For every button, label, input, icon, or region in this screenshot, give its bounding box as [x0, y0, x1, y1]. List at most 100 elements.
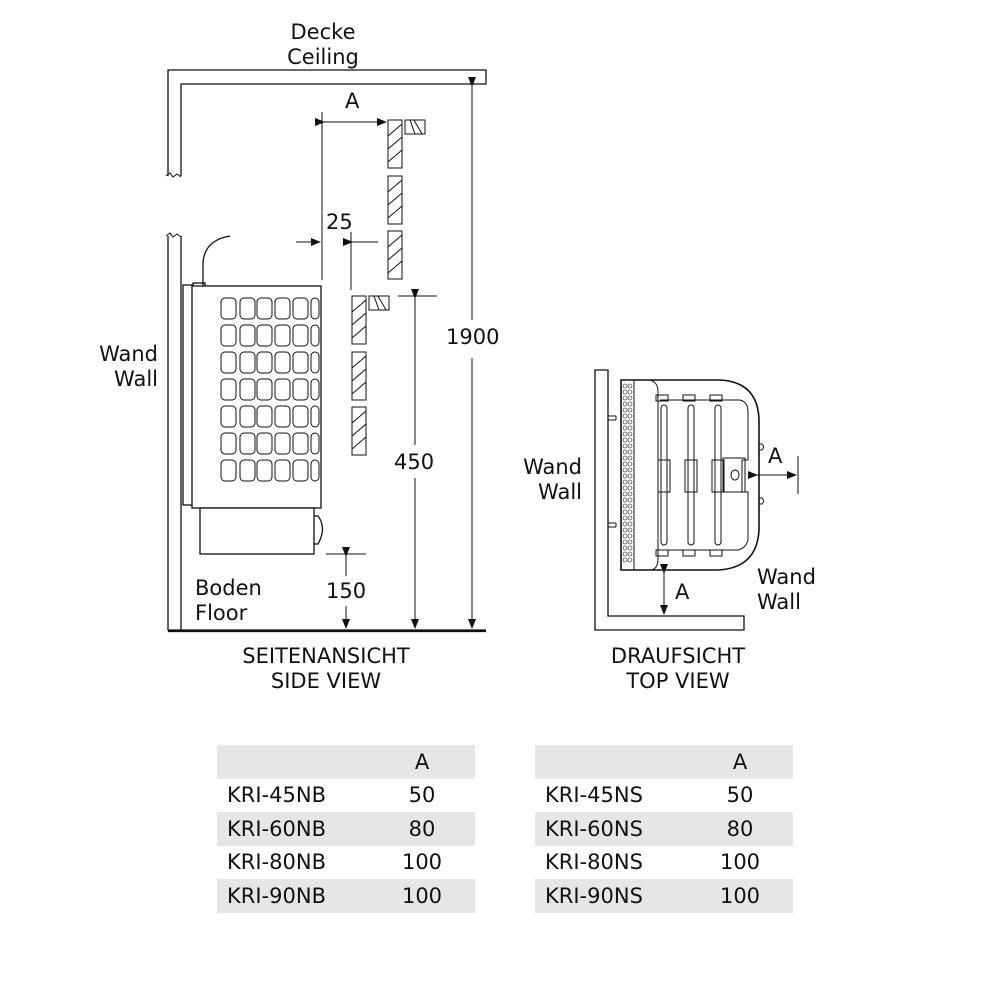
perf-hole — [622, 419, 628, 425]
model-cell: KRI-80NS — [545, 850, 643, 875]
ceiling-label: Decke Ceiling — [270, 20, 376, 70]
table-header-a: A — [695, 745, 793, 779]
perf-hole — [627, 485, 633, 491]
model-cell: KRI-60NS — [535, 812, 695, 846]
perf-hole — [627, 473, 633, 479]
perf-hole — [622, 551, 628, 557]
perf-hole — [627, 479, 633, 485]
grille-opening — [256, 405, 273, 428]
slat-hatch — [387, 179, 403, 193]
dim-150-label: 150 — [326, 579, 367, 603]
slat-hatch — [351, 368, 367, 382]
perf-hole — [622, 467, 628, 473]
rod-clip — [709, 549, 723, 557]
floor-label-de: Boden — [195, 576, 262, 600]
perf-hole — [622, 557, 628, 563]
top-view-caption-en: TOP VIEW — [626, 669, 730, 693]
perf-hole — [627, 413, 633, 419]
grille-opening — [292, 297, 309, 320]
perf-hole — [627, 407, 633, 413]
table-row: KRI-90NB 100 — [217, 879, 475, 913]
heating-elements — [655, 394, 725, 557]
slat — [351, 406, 367, 456]
ceiling-wall-outline — [167, 69, 487, 176]
grille-opening — [239, 378, 256, 401]
grille-opening — [256, 378, 273, 401]
heater-cable — [202, 235, 231, 287]
perf-hole — [627, 527, 633, 533]
bracket-bottom — [608, 522, 617, 528]
value-cell: 80 — [377, 812, 475, 846]
perf-hole — [622, 413, 628, 419]
wall-break-bottom — [165, 232, 182, 238]
grille-opening — [274, 351, 291, 374]
terminal-screw — [730, 469, 740, 481]
perf-hole — [622, 407, 628, 413]
side-view-caption-de: SEITENANSICHT — [242, 644, 410, 668]
side-wall-label: Wand Wall — [60, 342, 158, 392]
top-dim-a-bottom-label: A — [675, 580, 690, 604]
slat-hatch — [387, 234, 403, 248]
grille-opening — [274, 405, 291, 428]
top-wall-left-label: Wand Wall — [500, 455, 582, 505]
grille-opening — [220, 351, 237, 374]
slat-hatch — [387, 260, 403, 274]
wooden-slats — [351, 119, 426, 456]
grille-opening — [256, 351, 273, 374]
rod-clip — [655, 549, 669, 557]
value-cell: 100 — [719, 850, 761, 875]
heater-grille — [220, 297, 320, 482]
grille-opening — [239, 405, 256, 428]
table-row: KRI-60NS 80 — [535, 812, 793, 846]
perforation-holes — [622, 383, 633, 563]
perf-hole — [627, 557, 633, 563]
perf-hole — [627, 467, 633, 473]
top-wall-left-de: Wand — [523, 455, 582, 479]
table-header-row: A — [217, 745, 475, 779]
perf-hole — [622, 437, 628, 443]
wall-break-top — [165, 172, 182, 178]
heating-rod — [714, 404, 722, 546]
side-view-caption: SEITENANSICHT SIDE VIEW — [216, 644, 436, 694]
table-row: KRI-80NS 100 — [535, 846, 793, 880]
grille-opening — [220, 405, 237, 428]
control-knob — [314, 515, 324, 545]
slat-end-hatch — [409, 119, 423, 135]
table-header-a: A — [377, 745, 475, 779]
perf-hole — [622, 527, 628, 533]
heating-rod — [687, 404, 695, 546]
top-view-caption: DRAUFSICHT TOP VIEW — [578, 644, 778, 694]
model-cell: KRI-60NB — [217, 812, 377, 846]
heating-rod — [660, 404, 668, 546]
grille-opening — [239, 324, 256, 347]
dim-450-label: 450 — [394, 450, 435, 474]
perf-hole — [627, 533, 633, 539]
perf-hole — [627, 545, 633, 551]
grille-opening — [256, 432, 273, 455]
grille-opening — [256, 459, 273, 482]
floor-label-en: Floor — [195, 601, 248, 625]
slat-hatch — [387, 205, 403, 219]
grille-opening — [292, 351, 309, 374]
perf-hole — [622, 383, 628, 389]
perf-hole — [627, 419, 633, 425]
side-wall-label-de: Wand — [99, 342, 158, 366]
heater-control-box — [199, 507, 315, 555]
rod-clip — [682, 394, 696, 402]
grille-opening — [220, 432, 237, 455]
perf-hole — [627, 443, 633, 449]
rod-bracket — [657, 459, 671, 493]
perf-hole — [627, 497, 633, 503]
table-row: KRI-45NB 50 — [217, 779, 475, 813]
grille-opening — [274, 459, 291, 482]
rod-bracket — [711, 459, 725, 493]
slat-hatch — [387, 192, 403, 206]
grille-opening — [292, 432, 309, 455]
ceiling-label-en: Ceiling — [287, 45, 359, 69]
top-wall-bottom-de: Wand — [757, 565, 816, 589]
grille-opening — [310, 351, 320, 374]
perf-hole — [622, 401, 628, 407]
perf-hole — [627, 449, 633, 455]
value-cell: 100 — [401, 850, 443, 875]
slat — [387, 119, 403, 169]
